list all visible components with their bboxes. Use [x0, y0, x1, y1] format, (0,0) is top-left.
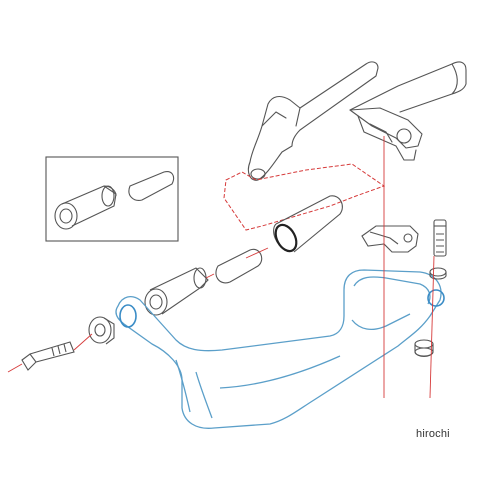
middle-grip	[215, 248, 263, 284]
upper-grip-sleeve	[273, 195, 343, 253]
inset-frame	[45, 156, 179, 242]
bar-end-ring-left	[119, 304, 137, 328]
bar-end-ring-right	[427, 289, 445, 307]
right-washer	[429, 267, 447, 280]
right-spacer	[414, 339, 434, 358]
handlebar-assembly	[247, 61, 467, 181]
left-bolt	[21, 341, 75, 371]
o-ring	[274, 223, 298, 253]
lower-sleeve	[144, 267, 209, 316]
watermark-text: hirochi	[416, 428, 450, 440]
handguard-bar	[115, 269, 442, 429]
grip-leader-outline	[223, 163, 386, 231]
inset-sleeve	[54, 185, 117, 230]
left-flange-spacer	[88, 316, 115, 345]
mount-clamp	[361, 225, 419, 253]
leader-lines	[7, 136, 435, 399]
inset-grip	[128, 171, 175, 201]
right-bolt	[433, 219, 447, 257]
inset-detail	[45, 156, 179, 242]
